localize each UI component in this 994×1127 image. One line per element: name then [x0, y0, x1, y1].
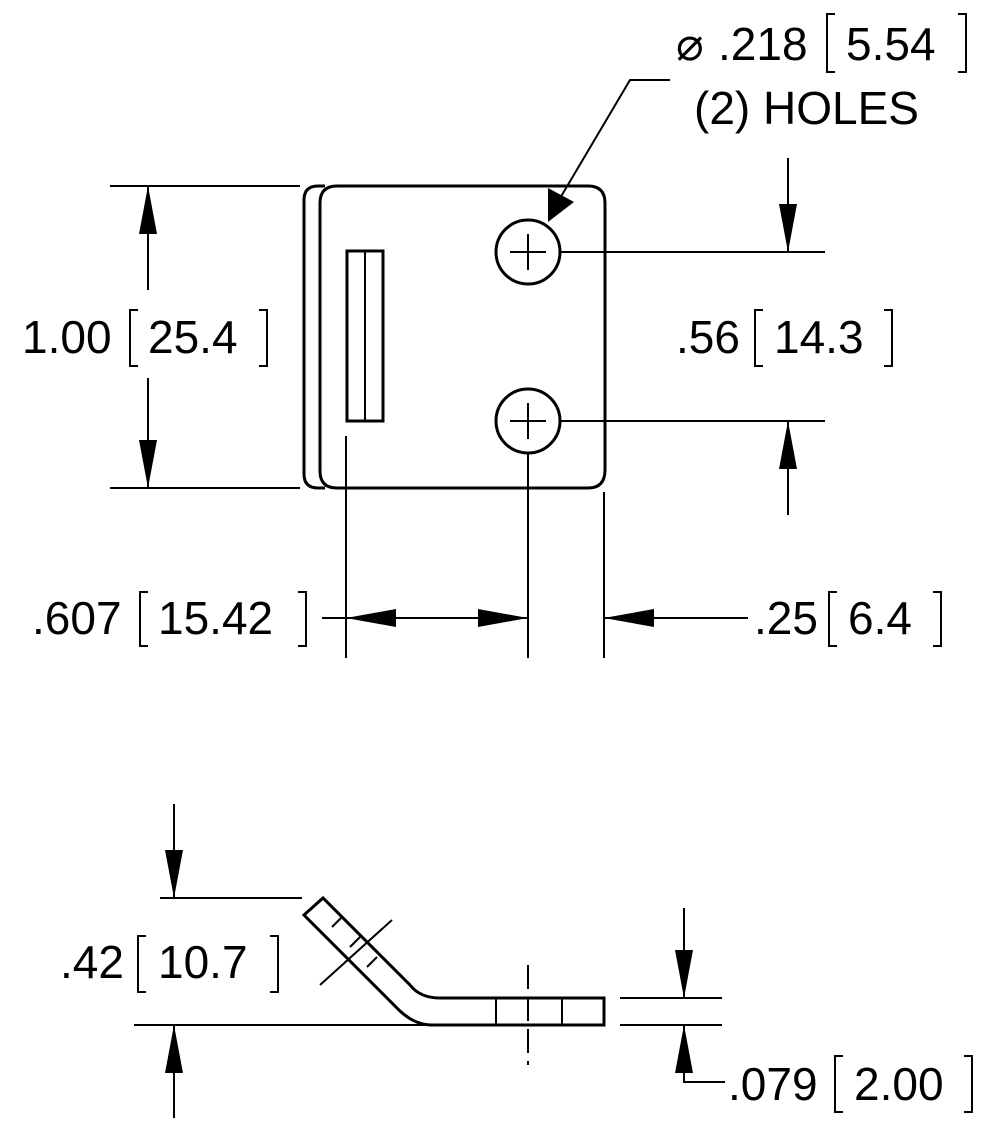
hole-callout: ⌀ .218 5.54 (2) HOLES [676, 18, 936, 134]
edge-distance-mm: 6.4 [848, 592, 912, 644]
bend-height-label: .42 10.7 [60, 936, 248, 988]
bend-height-dimension [134, 804, 425, 1118]
bend-height-mm: 10.7 [158, 936, 248, 988]
plate-back-edge [302, 184, 325, 490]
edge-distance-label: .25 6.4 [754, 592, 912, 644]
bracket-side-view [301, 895, 606, 1065]
hole-spacing-mm: 14.3 [774, 311, 864, 363]
thickness-inch: .079 [728, 1058, 818, 1110]
thickness-label: .079 2.00 [728, 1058, 944, 1110]
edge-distance-inch: .25 [754, 592, 818, 644]
hole-offset-inch: .607 [32, 592, 122, 644]
hole-leader [548, 79, 670, 222]
hole-dia-inch: .218 [718, 18, 808, 70]
hole-spacing-inch: .56 [676, 311, 740, 363]
height-label: 1.00 25.4 [22, 311, 238, 363]
hole-dia-mm: 5.54 [846, 18, 936, 70]
metric-brackets [129, 13, 973, 1113]
hole-lower [494, 387, 562, 455]
thickness-dimension [620, 908, 725, 1083]
plate-top-view [302, 184, 607, 490]
thickness-mm: 2.00 [854, 1058, 944, 1110]
horizontal-dimensions [322, 436, 748, 658]
diameter-symbol: ⌀ [676, 18, 704, 70]
height-mm: 25.4 [148, 311, 238, 363]
bracket-outline [301, 895, 606, 1027]
bend-height-inch: .42 [60, 936, 124, 988]
hole-offset-mm: 15.42 [158, 592, 273, 644]
height-inch: 1.00 [22, 311, 112, 363]
hole-upper [494, 218, 562, 286]
height-dimension [110, 185, 300, 489]
hole-spacing-dimension [560, 158, 825, 515]
hole-count-note: (2) HOLES [694, 82, 919, 134]
plate-outline [318, 184, 607, 490]
hole-offset-label: .607 15.42 [32, 592, 273, 644]
hole-spacing-label: .56 14.3 [676, 311, 864, 363]
bend-centerline [319, 919, 393, 986]
